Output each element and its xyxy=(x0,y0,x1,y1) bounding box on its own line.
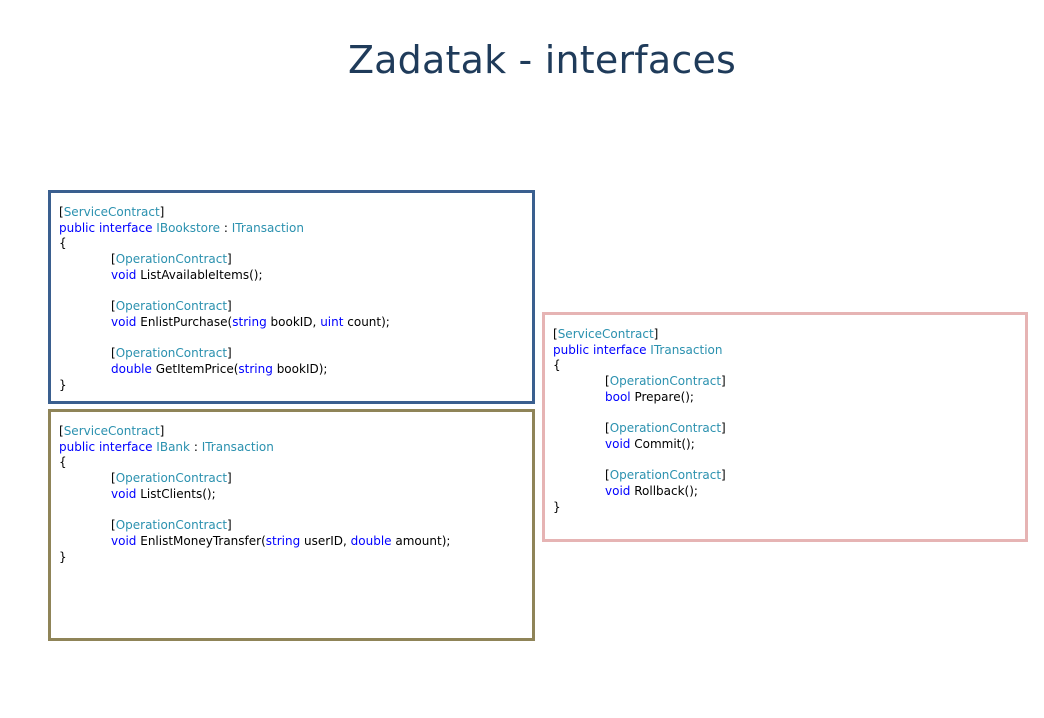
return-type: void xyxy=(111,533,137,548)
interface-name: IBookstore xyxy=(156,220,221,235)
attribute-name: ServiceContract xyxy=(63,424,160,438)
param-type: uint xyxy=(320,314,344,329)
code-line: [OperationContract] xyxy=(605,421,726,436)
code-line: [OperationContract] xyxy=(111,252,232,267)
blank-line xyxy=(553,453,1017,469)
param-name: bookID); xyxy=(276,362,328,376)
colon: : xyxy=(223,220,228,235)
code-line: } xyxy=(553,500,1017,516)
code-line: [ServiceContract] xyxy=(59,205,165,219)
attribute-name: OperationContract xyxy=(115,252,228,267)
return-type: bool xyxy=(605,389,631,404)
method-signature: Commit(); xyxy=(634,436,695,451)
attribute-name: OperationContract xyxy=(609,468,722,483)
colon: : xyxy=(193,439,198,454)
return-type: void xyxy=(605,436,631,451)
interface-name: ITransaction xyxy=(650,342,723,357)
code-line: double GetItemPrice(string bookID); xyxy=(59,362,524,378)
code-line: [OperationContract] xyxy=(111,518,232,533)
attribute-name: OperationContract xyxy=(609,374,722,389)
code-line: [ServiceContract] xyxy=(59,424,165,438)
return-type: void xyxy=(111,267,137,282)
keyword: interface xyxy=(592,342,647,357)
code-line: [OperationContract] xyxy=(111,299,232,314)
attribute-name: OperationContract xyxy=(609,421,722,436)
attribute-name: OperationContract xyxy=(115,518,228,533)
code-line: { xyxy=(59,236,524,252)
base-interface-name: ITransaction xyxy=(231,220,304,235)
close-brace: } xyxy=(553,499,561,514)
attribute-name: OperationContract xyxy=(115,346,228,361)
return-type: void xyxy=(111,486,137,501)
return-type: void xyxy=(111,314,137,329)
open-brace: { xyxy=(59,236,67,251)
open-brace: { xyxy=(59,455,67,470)
keyword: interface xyxy=(98,439,153,454)
param-type: string xyxy=(232,314,267,329)
close-brace: } xyxy=(59,549,67,564)
method-signature: Rollback(); xyxy=(634,484,698,498)
close-brace: } xyxy=(59,377,67,392)
code-line: [OperationContract] xyxy=(605,468,726,483)
method-signature: ListAvailableItems(); xyxy=(140,267,263,282)
param-name: userID, xyxy=(304,533,347,548)
method-name: EnlistPurchase( xyxy=(140,314,233,329)
code-line: void EnlistPurchase(string bookID, uint … xyxy=(59,315,524,331)
code-line: [OperationContract] xyxy=(111,471,232,486)
code-box-itransaction: [ServiceContract]public interface ITrans… xyxy=(542,312,1028,542)
interface-name: IBank xyxy=(156,439,190,454)
code-line: void ListAvailableItems(); xyxy=(59,268,524,284)
code-line: } xyxy=(59,550,524,566)
method-name: GetItemPrice( xyxy=(155,362,239,376)
param-type: string xyxy=(238,362,273,376)
code-line: [OperationContract] xyxy=(111,346,232,361)
param-type: string xyxy=(265,533,301,548)
code-block-itransaction: [ServiceContract]public interface ITrans… xyxy=(553,327,1017,515)
code-line: } xyxy=(59,378,524,394)
method-name: EnlistMoneyTransfer( xyxy=(140,533,266,548)
param-name: count); xyxy=(347,314,390,329)
return-type: double xyxy=(111,362,152,376)
attribute-name: OperationContract xyxy=(115,299,228,314)
param-type: double xyxy=(350,533,392,548)
blank-line xyxy=(553,406,1017,422)
code-line: void EnlistMoneyTransfer(string userID, … xyxy=(59,534,524,550)
method-signature: ListClients(); xyxy=(140,486,216,501)
param-name: bookID, xyxy=(270,314,317,329)
keyword: public xyxy=(59,220,96,235)
blank-line xyxy=(59,284,524,300)
code-box-ibookstore: [ServiceContract]public interface IBooks… xyxy=(48,190,535,404)
param-name: amount); xyxy=(395,533,451,548)
code-line: { xyxy=(59,455,524,471)
code-line: bool Prepare(); xyxy=(553,390,1017,406)
blank-line xyxy=(59,331,524,347)
keyword: public xyxy=(59,439,96,454)
attribute-name: OperationContract xyxy=(115,471,228,486)
code-line: [OperationContract] xyxy=(605,374,726,389)
blank-line xyxy=(59,503,524,519)
attribute-name: ServiceContract xyxy=(63,205,160,219)
code-line: public interface IBank : ITransaction xyxy=(59,440,524,456)
base-interface-name: ITransaction xyxy=(201,439,274,454)
code-line: void Commit(); xyxy=(553,437,1017,453)
code-block-ibookstore: [ServiceContract]public interface IBooks… xyxy=(59,205,524,393)
return-type: void xyxy=(605,484,631,498)
code-line: public interface IBookstore : ITransacti… xyxy=(59,221,524,237)
code-line: [ServiceContract] xyxy=(553,327,659,341)
keyword: interface xyxy=(98,220,153,235)
code-box-ibank: [ServiceContract] public interface IBank … xyxy=(48,409,535,641)
attribute-name: ServiceContract xyxy=(557,327,654,341)
code-line: { xyxy=(553,358,1017,374)
code-line: void Rollback(); xyxy=(553,484,1017,500)
code-line: public interface ITransaction xyxy=(553,343,1017,359)
method-signature: Prepare(); xyxy=(634,389,694,404)
keyword: public xyxy=(553,342,590,357)
code-line: void ListClients(); xyxy=(59,487,524,503)
open-brace: { xyxy=(553,358,561,373)
slide-title: Zadatak - interfaces xyxy=(347,38,737,82)
code-block-ibank: [ServiceContract] public interface IBank … xyxy=(59,424,524,565)
